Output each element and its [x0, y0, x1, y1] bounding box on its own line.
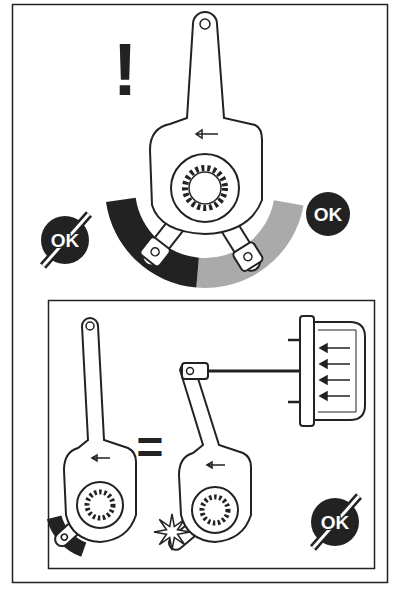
gear-housing [171, 154, 239, 222]
spline-bore [189, 172, 221, 204]
arm-hole [86, 322, 94, 330]
diaphragm [318, 330, 356, 412]
not-ok-mark: OK [321, 513, 350, 532]
cross-line [43, 214, 89, 266]
chamber-clamp [300, 316, 314, 426]
splines [202, 497, 228, 523]
splines [87, 492, 113, 518]
equals-sign: = [137, 424, 164, 470]
direction-arrow [92, 455, 110, 461]
brake-chamber [310, 322, 365, 420]
slack-adjuster-body [179, 363, 251, 542]
push-rod [205, 370, 300, 373]
slack-adjuster-body [64, 318, 136, 542]
cross-line [313, 496, 359, 548]
mounting-stud [288, 340, 300, 402]
ok-mark: OK [314, 205, 343, 224]
inner-frame [49, 301, 375, 569]
cross-line [313, 496, 359, 548]
slack-adjuster-body [150, 12, 262, 234]
direction-arrow [196, 130, 218, 138]
outer-frame [13, 5, 388, 583]
cross-line [43, 214, 89, 266]
clevis [182, 363, 208, 379]
not-ok-mark: OK [51, 231, 80, 250]
splines [185, 168, 225, 208]
direction-arrow [207, 462, 225, 468]
warning-mark: ! [113, 33, 138, 107]
clevis-pin [187, 368, 194, 375]
gear-housing [192, 487, 238, 533]
arm-hole [200, 19, 210, 29]
ok-symbol [306, 192, 350, 236]
pressure-arrows [320, 344, 350, 400]
gear-housing [77, 482, 123, 528]
